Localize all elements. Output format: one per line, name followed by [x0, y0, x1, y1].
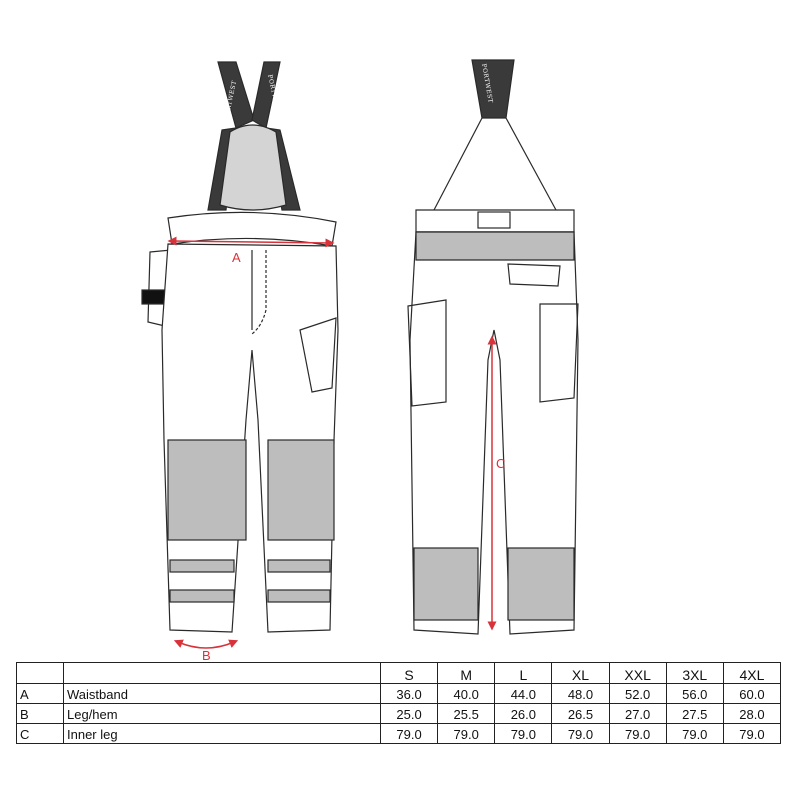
table-cell: 79.0	[722, 723, 782, 744]
front-braces: PORTWEST PORTWEST	[207, 61, 301, 211]
measure-b-label: B	[202, 648, 211, 660]
back-brace: PORTWEST	[433, 59, 557, 211]
row-label: Inner leg	[63, 723, 381, 744]
front-knee-pad-right	[267, 439, 335, 541]
table-cell: 40.0	[437, 683, 496, 704]
back-view: PORTWEST	[407, 59, 579, 635]
row-label: Leg/hem	[63, 703, 381, 724]
table-cell: 25.0	[379, 703, 439, 724]
table-cell: 25.5	[437, 703, 496, 724]
back-pocket-right	[539, 303, 579, 403]
table-cell: 26.5	[551, 703, 610, 724]
table-cell: 36.0	[379, 683, 439, 704]
table-cell: 79.0	[665, 723, 724, 744]
table-cell: 79.0	[437, 723, 496, 744]
size-chart-header-row: S M L XL XXL 3XL 4XL	[16, 662, 782, 684]
size-header: 4XL	[722, 662, 782, 684]
front-reflective-band-left-2	[169, 589, 235, 603]
table-cell: 48.0	[551, 683, 610, 704]
table-cell: 56.0	[665, 683, 724, 704]
back-reflective-right	[507, 547, 575, 621]
size-header: M	[437, 662, 496, 684]
table-cell: 60.0	[722, 683, 782, 704]
row-code: C	[16, 723, 64, 744]
measure-c-label: C	[496, 456, 505, 471]
header-blank-code	[16, 662, 64, 684]
size-header: S	[379, 662, 439, 684]
front-view: PORTWEST PORTWEST	[141, 61, 339, 633]
size-header: XXL	[608, 662, 667, 684]
table-row-waistband: A Waistband 36.0 40.0 44.0 48.0 52.0 56.…	[16, 683, 782, 704]
table-cell: 79.0	[379, 723, 439, 744]
table-cell: 28.0	[722, 703, 782, 724]
header-blank-desc	[63, 662, 381, 684]
table-cell: 27.0	[608, 703, 667, 724]
measure-a-label: A	[232, 250, 241, 265]
size-header: L	[494, 662, 553, 684]
back-reflective-left	[413, 547, 479, 621]
table-cell: 44.0	[494, 683, 553, 704]
table-cell: 79.0	[494, 723, 553, 744]
size-header: 3XL	[665, 662, 724, 684]
back-pocket-left	[407, 299, 447, 407]
measure-b: B	[173, 639, 239, 660]
table-row-leg-hem: B Leg/hem 25.0 25.5 26.0 26.5 27.0 27.5 …	[16, 703, 782, 724]
table-cell: 26.0	[494, 703, 553, 724]
front-reflective-band-left-1	[169, 559, 235, 573]
measure-c: C	[487, 335, 505, 631]
table-cell: 79.0	[608, 723, 667, 744]
row-code: A	[16, 683, 64, 704]
row-label: Waistband	[63, 683, 381, 704]
front-reflective-band-right-2	[267, 589, 331, 603]
size-chart-table: S M L XL XXL 3XL 4XL A Waistband 36.0 40…	[16, 662, 782, 744]
size-header: XL	[551, 662, 610, 684]
front-knee-pad-left	[167, 439, 247, 541]
measure-a: A	[167, 236, 335, 265]
table-row-inner-leg: C Inner leg 79.0 79.0 79.0 79.0 79.0 79.…	[16, 723, 782, 744]
row-code: B	[16, 703, 64, 724]
front-trouser-body	[161, 243, 339, 633]
table-cell: 79.0	[551, 723, 610, 744]
garment-technical-drawing: PORTWEST PORTWEST A B	[141, 59, 579, 660]
front-reflective-band-right-1	[267, 559, 331, 573]
table-cell: 27.5	[665, 703, 724, 724]
table-cell: 52.0	[608, 683, 667, 704]
